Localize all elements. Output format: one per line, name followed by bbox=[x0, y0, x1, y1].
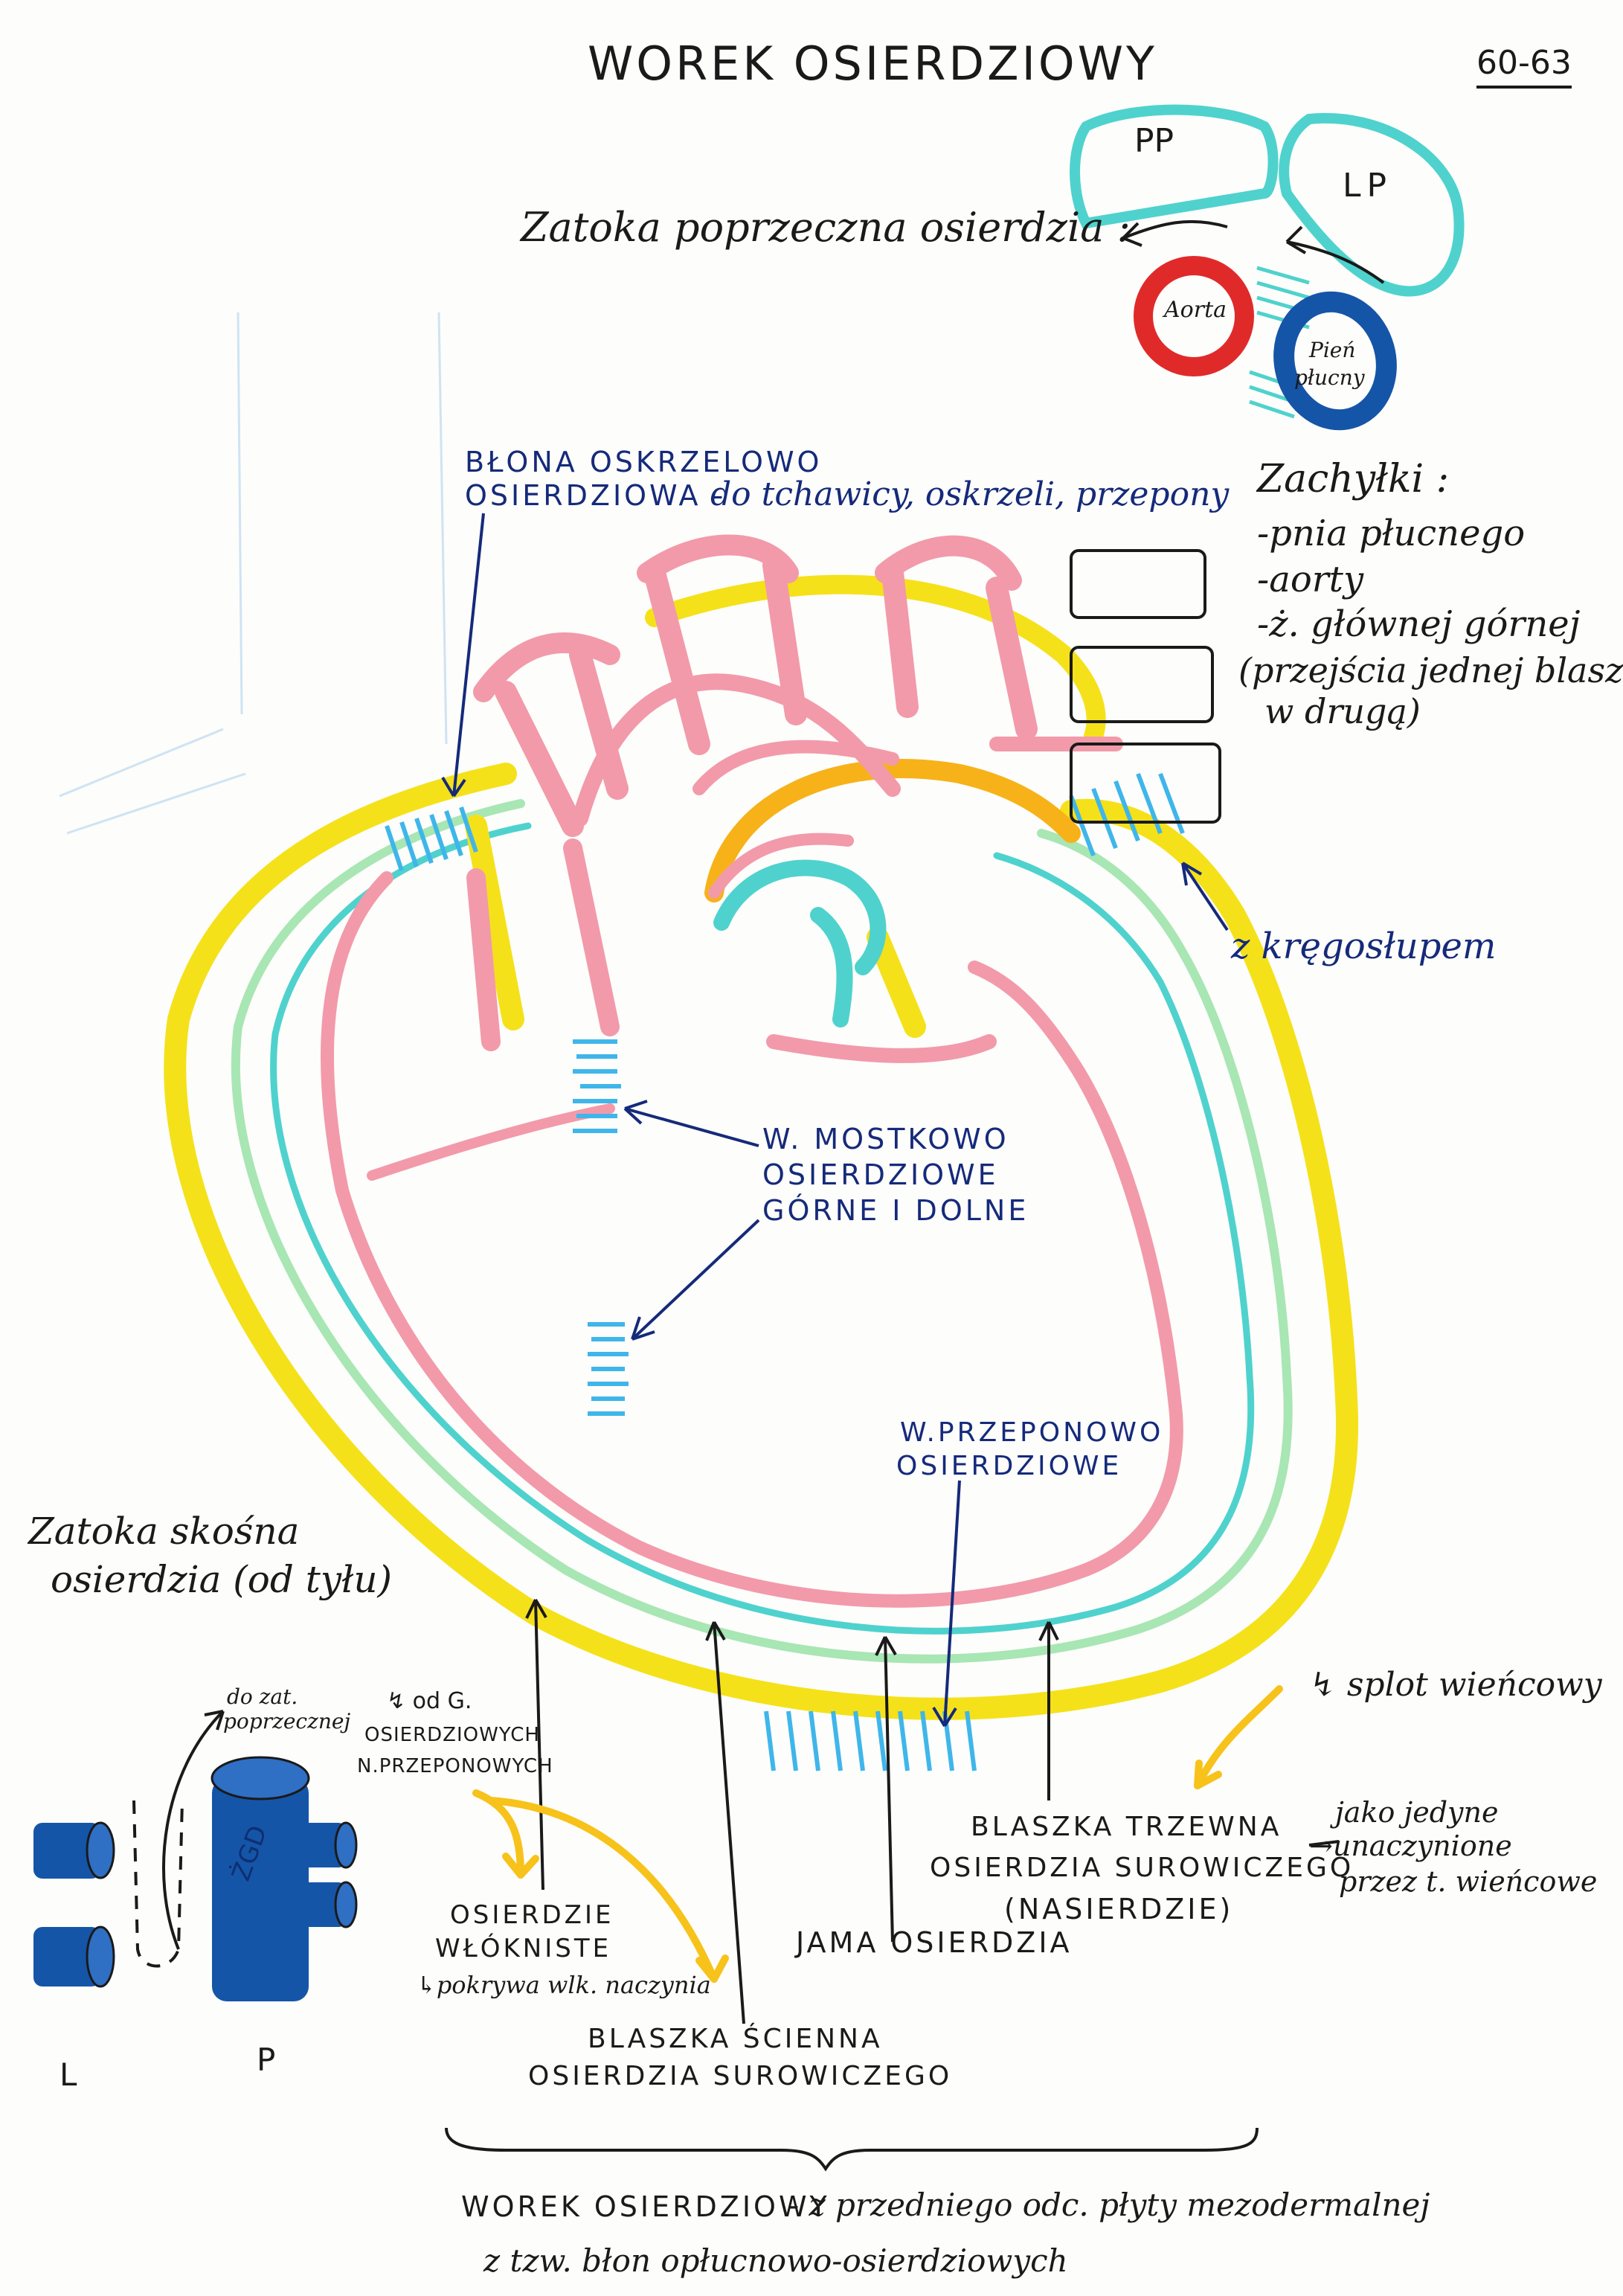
to-transverse-label-2: poprzecznej bbox=[223, 1709, 351, 1734]
vascular-label-1: jako jedyne bbox=[1335, 1796, 1499, 1829]
recess-note-1: (przejścia jednej blaszki bbox=[1238, 650, 1623, 690]
fibrous-label-2: WŁÓKNISTE bbox=[435, 1934, 612, 1963]
pulmonary-trunk-circle bbox=[1273, 291, 1397, 431]
background-sketch-lines bbox=[59, 312, 448, 835]
footer-line-1-caps: WOREK OSIERDZIOWY bbox=[461, 2190, 830, 2223]
recess-note-2: w drugą) bbox=[1264, 691, 1421, 731]
aorta-label: Aorta bbox=[1164, 297, 1227, 323]
left-side-label: L bbox=[60, 2056, 77, 2093]
vascular-label-3: przez t. wieńcowe bbox=[1339, 1865, 1598, 1898]
cavity-label: JAMA OSIERDZIA bbox=[796, 1926, 1073, 1959]
ligament-hatches bbox=[385, 772, 1185, 1771]
trunk-label-1: Pień bbox=[1309, 338, 1356, 362]
vertebra-2 bbox=[1070, 646, 1214, 723]
bronchopericardial-hatch bbox=[385, 807, 478, 871]
left-lung-lp bbox=[1279, 112, 1465, 297]
pointer-arrows bbox=[441, 513, 1229, 1728]
vertebra-1 bbox=[1070, 549, 1206, 619]
serous-layer-cyan bbox=[270, 822, 1255, 1635]
membrane-label-2: OSIERDZIOWA - bbox=[465, 479, 727, 512]
parietal-label-1: BLASZKA ŚCIENNA bbox=[588, 2024, 883, 2054]
transverse-sinus-label: Zatoka poprzeczna osierdzia : bbox=[521, 204, 1131, 251]
membrane-label-1: BŁONA OSKRZELOWO bbox=[465, 446, 823, 478]
vascular-label-2: →unaczynione bbox=[1309, 1830, 1512, 1862]
oblique-sinus-label-1: Zatoka skośna bbox=[28, 1510, 300, 1553]
sternal-label-2: OSIERDZIOWE bbox=[762, 1158, 999, 1191]
fibrous-vessel-sleeve-left bbox=[465, 815, 524, 1030]
visceral-label-2: OSIERDZIA SUROWICZEGO bbox=[930, 1853, 1354, 1883]
page-range: 60-63 bbox=[1476, 44, 1572, 89]
phrenic-label-2: OSIERDZIOWE bbox=[896, 1451, 1122, 1481]
trunk-label-2: płucny bbox=[1294, 365, 1365, 390]
lower-sternal-hatch bbox=[588, 1322, 629, 1416]
innervation-label-3: N.PRZEPONOWYCH bbox=[357, 1755, 553, 1777]
right-pulmonary-veins-block bbox=[212, 1778, 309, 2001]
summary-brace bbox=[445, 2127, 1259, 2172]
sternal-label-1: W. MOSTKOWO bbox=[762, 1123, 1009, 1155]
aorta-circle bbox=[1134, 256, 1254, 376]
right-side-label: P bbox=[257, 2042, 276, 2078]
footer-line-2: z tzw. błon opłucnowo-osierdziowych bbox=[483, 2242, 1068, 2279]
innervation-arrows bbox=[472, 1685, 1283, 1983]
fibrous-pericardium-outer bbox=[164, 763, 1359, 1720]
lp-label: LP bbox=[1343, 167, 1393, 205]
phrenic-hatch bbox=[764, 1710, 977, 1771]
innervation-label-2: OSIERDZIOWYCH bbox=[364, 1724, 540, 1746]
upper-sternal-hatch bbox=[573, 1039, 621, 1133]
oblique-sinus-dashed bbox=[132, 1800, 184, 1968]
vertebral-hatch bbox=[1069, 772, 1185, 857]
fibrous-arch-inner bbox=[704, 759, 1081, 902]
innervation-label-1: ↯ od G. bbox=[387, 1688, 472, 1714]
footer-line-1-hand: - z przedniego odc. płyty mezodermalnej bbox=[788, 2187, 1430, 2223]
transverse-sinus-diagram bbox=[1070, 104, 1465, 431]
recess-item-2: -aorty bbox=[1257, 559, 1364, 600]
pulmonary-trunk-cyan bbox=[713, 859, 887, 1027]
recesses-title: Zachyłki : bbox=[1257, 457, 1450, 501]
recess-item-1: -pnia płucnego bbox=[1257, 513, 1526, 554]
recess-item-3: -ż. głównej górnej bbox=[1257, 603, 1581, 645]
vertebrae bbox=[1070, 549, 1221, 824]
pp-label: PP bbox=[1134, 122, 1174, 160]
left-pulmonary-vein-lower bbox=[33, 1927, 100, 1986]
membrane-label-3: do tchawicy, oskrzeli, przepony bbox=[710, 475, 1230, 513]
oblique-sinus-diagram bbox=[33, 1710, 358, 2001]
fibrous-label-3: ↳pokrywa wlk. naczynia bbox=[417, 1971, 711, 1999]
page-title: WOREK OSIERDZIOWY bbox=[588, 36, 1157, 91]
oblique-sinus-label-2: osierdzia (od tyłu) bbox=[51, 1558, 393, 1601]
label-arrows bbox=[525, 1598, 1340, 2024]
visceral-label-1: BLASZKA TRZEWNA bbox=[971, 1812, 1282, 1842]
phrenic-label-1: W.PRZEPONOWO bbox=[900, 1417, 1164, 1448]
vertebra-3 bbox=[1070, 743, 1221, 824]
visceral-label-3: (NASIERDZIE) bbox=[1004, 1893, 1234, 1925]
parietal-label-2: OSIERDZIA SUROWICZEGO bbox=[528, 2061, 953, 2091]
to-transverse-label-1: do zat. bbox=[227, 1684, 298, 1709]
sternal-label-3: GÓRNE I DOLNE bbox=[762, 1194, 1029, 1227]
spine-label: z kręgosłupem bbox=[1231, 926, 1497, 967]
fibrous-trunk-sleeve bbox=[867, 926, 926, 1038]
parietal-layer-green bbox=[231, 799, 1293, 1664]
plexus-label: ↯ splot wieńcowy bbox=[1309, 1666, 1602, 1704]
right-lung-pp bbox=[1070, 104, 1279, 229]
fibrous-label-1: OSIERDZIE bbox=[450, 1900, 614, 1930]
left-pulmonary-vein-upper bbox=[33, 1823, 100, 1879]
